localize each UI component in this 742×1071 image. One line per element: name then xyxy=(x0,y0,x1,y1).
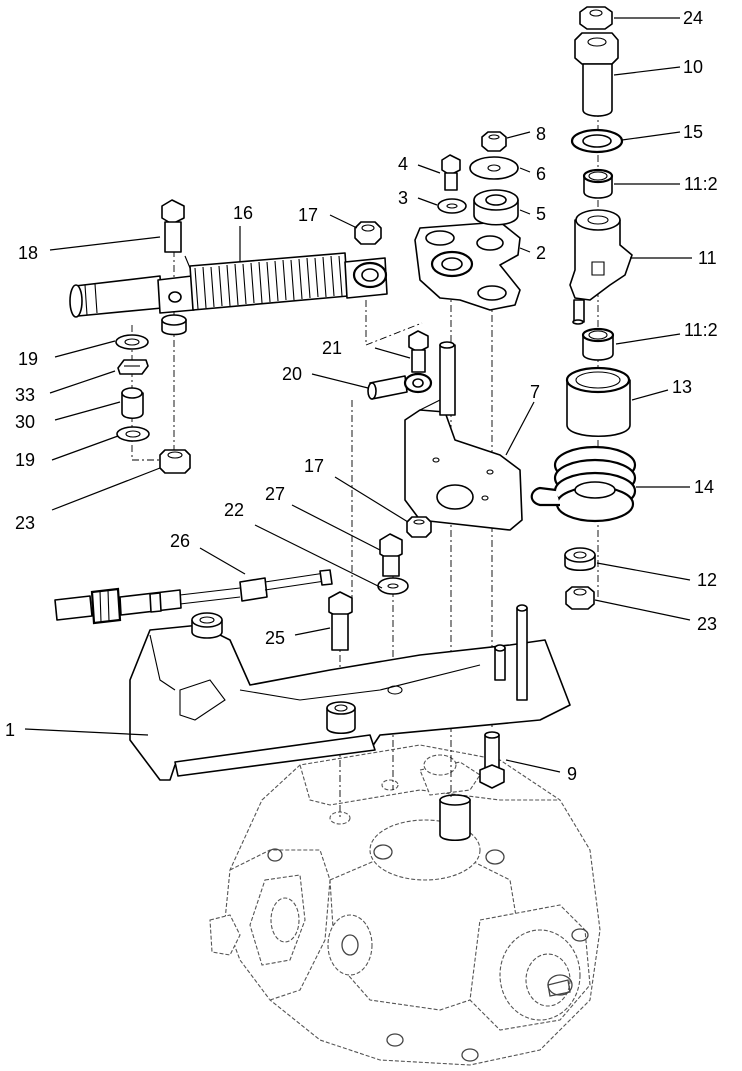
callout-7: 7 xyxy=(530,382,540,402)
control-arm-7 xyxy=(404,341,523,531)
torsion-spring-14 xyxy=(530,445,637,523)
callout-11-2-upper: 11:2 xyxy=(684,174,718,194)
bolt-9 xyxy=(479,731,505,789)
bolt-4 xyxy=(441,154,461,191)
ball-joint-20 xyxy=(367,372,433,400)
callout-15: 15 xyxy=(683,122,703,142)
callout-1: 1 xyxy=(5,720,15,740)
callout-25: 25 xyxy=(265,628,285,648)
callout-26: 26 xyxy=(170,531,190,551)
bolt-27 xyxy=(379,533,403,577)
pivot-shaft-10 xyxy=(574,32,619,117)
washer-19-lower xyxy=(116,426,150,442)
bolt-18 xyxy=(161,199,185,253)
callout-18: 18 xyxy=(18,243,38,263)
callout-10: 10 xyxy=(683,57,703,77)
callout-5: 5 xyxy=(536,204,546,224)
callout-22: 22 xyxy=(224,500,244,520)
hydraulic-pump-phantom xyxy=(209,744,601,1066)
callout-9: 9 xyxy=(567,764,577,784)
control-cable xyxy=(54,569,333,625)
callout-19-lower: 19 xyxy=(15,450,35,470)
washer-6 xyxy=(469,156,519,180)
callout-11-2-lower: 11:2 xyxy=(684,320,718,340)
callout-17-upper: 17 xyxy=(298,205,318,225)
bolt-25 xyxy=(328,591,353,651)
callout-6: 6 xyxy=(536,164,546,184)
bushing-11-2-upper xyxy=(582,168,614,199)
washer-3 xyxy=(437,198,467,214)
callout-33: 33 xyxy=(15,385,35,405)
nut-24 xyxy=(579,6,613,30)
callout-4: 4 xyxy=(398,154,408,174)
callout-12: 12 xyxy=(697,570,717,590)
callout-19-upper: 19 xyxy=(18,349,38,369)
pivot-plate xyxy=(414,221,521,311)
nut-23-right xyxy=(565,586,595,610)
callout-17-lower: 17 xyxy=(304,456,324,476)
callout-2: 2 xyxy=(536,243,546,263)
spring-rod-assembly xyxy=(69,252,388,318)
callout-27: 27 xyxy=(265,484,285,504)
control-bracket xyxy=(129,604,571,781)
nut-23-left xyxy=(159,449,191,474)
callout-13: 13 xyxy=(672,377,692,397)
callout-21: 21 xyxy=(322,338,342,358)
clip-33 xyxy=(117,359,149,375)
callout-24: 24 xyxy=(683,8,703,28)
nut-17-upper xyxy=(354,221,382,245)
callout-11: 11 xyxy=(698,248,717,268)
leader-lines xyxy=(24,17,692,773)
spacer-12 xyxy=(564,547,596,572)
bushing-13 xyxy=(565,366,631,438)
washer-15 xyxy=(570,128,624,154)
callout-16: 16 xyxy=(233,203,253,223)
callout-labels: 24 10 8 15 4 6 11:2 3 5 16 17 18 2 11 19… xyxy=(5,8,718,784)
callout-8: 8 xyxy=(536,124,546,144)
grommet-5 xyxy=(473,189,519,226)
bellcrank-11 xyxy=(569,209,633,325)
washer-22 xyxy=(377,577,409,595)
nut-8 xyxy=(481,131,507,152)
bushing-11-2-lower xyxy=(581,327,615,361)
callout-30: 30 xyxy=(15,412,35,432)
callout-14: 14 xyxy=(694,477,714,497)
callout-3: 3 xyxy=(398,188,408,208)
callout-20: 20 xyxy=(282,364,302,384)
bushing-16-lower xyxy=(161,314,187,336)
bolt-21 xyxy=(408,330,429,373)
washer-19-upper xyxy=(115,334,149,350)
nut-17-lower xyxy=(406,516,432,538)
callout-23-left: 23 xyxy=(15,513,35,533)
callout-23-right: 23 xyxy=(697,614,717,634)
spacer-30 xyxy=(121,387,144,420)
